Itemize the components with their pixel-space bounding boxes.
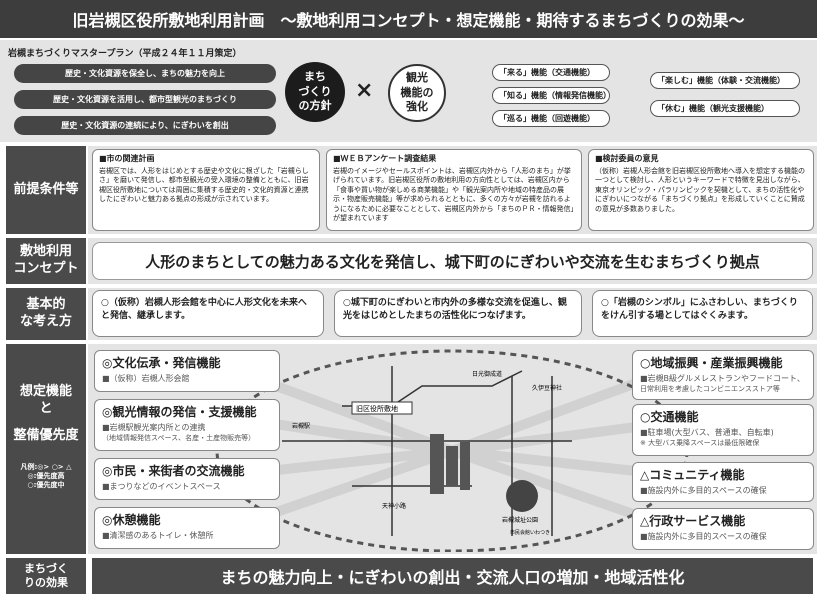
function-community-title: △コミュニティ機能 [640, 468, 745, 482]
premise-card-committee-body: （仮称）岩槻人形会館を旧岩槻区役所敷地へ導入を想定する機能の一つとして検討し、人… [595, 166, 805, 213]
effect-label: まちづく りの効果 [6, 558, 86, 594]
function-regional: ○地域振興・産業振興機能 ■岩槻B級グルメレストランやフードコート、 日常利用を… [632, 350, 814, 400]
map-label-road: 日光御成道 [472, 370, 502, 378]
basic-item-3: ○「岩槻のシンボル」にふさわしい、まちづくりをけん引する場としてはぐくみます。 [592, 290, 813, 337]
function-rest: ◎休憩機能 ■清潔感のあるトイレ・休憩所 [94, 507, 280, 549]
map-label-tenjin: 天神小路 [382, 502, 406, 510]
functions-label-line-2: と [39, 400, 53, 416]
function-regional-sub: ■岩槻B級グルメレストランやフードコート、 [640, 374, 805, 383]
basic-item-1: ○（仮称）岩槻人形会館を中心に人形文化を未来へと発信、継承します。 [92, 290, 324, 337]
function-tag-enjoy: 「楽しむ」機能（体験・交流機能） [650, 72, 800, 89]
premise-card-survey-body: 岩槻のイメージやセールスポイントは、岩槻区内外から「人形のまち」が挙げられていま… [333, 166, 574, 222]
premise-card-plans-title: ■市の関連計画 [99, 154, 155, 163]
function-regional-title: ○地域振興・産業振興機能 [640, 356, 783, 370]
basic-item-2: ○城下町のにぎわいと市内外の多様な交流を促進し、観光をはじめとしたまちの活性化に… [334, 290, 582, 337]
function-culture-title: ◎文化伝承・発信機能 [102, 356, 221, 370]
function-tag-tour: 「巡る」機能（回遊機能） [492, 110, 610, 127]
legend-line-2: ◎:優先度高 [27, 471, 65, 480]
premise-card-committee-title: ■検討委員の意見 [595, 154, 659, 163]
masterplan-title: 岩槻まちづくりマスタープラン（平成２４年１１月策定） [8, 49, 242, 59]
tourism-circle-text: 観光 機能の 強化 [400, 70, 434, 114]
premise-card-survey-title: ■ＷＥＢアンケート調査結果 [333, 154, 437, 163]
functions-label-line-1: 想定機能 [19, 384, 72, 399]
premise-card-plans: ■市の関連計画 岩槻区では、人形をはじめとする歴史や文化に根ざした「岩槻らしさ」… [92, 149, 320, 231]
function-exchange-title: ◎市民・来街者の交流機能 [102, 464, 245, 478]
map-label-site: 旧区役所敷地 [356, 404, 398, 413]
function-transport-title: ○交通機能 [640, 410, 699, 424]
function-tourism-info-title: ◎観光情報の発信・支援機能 [102, 405, 257, 419]
function-admin-title: △行政サービス機能 [640, 514, 746, 528]
policy-circle: まち づくり の方針 [285, 62, 345, 122]
functions-label: 想定機能 と 整備優先度 凡例:◎> ○> △ ◎:優先度高 ○:優先度中 [6, 344, 86, 554]
function-culture: ◎文化伝承・発信機能 ■（仮称）岩槻人形会館 [94, 350, 280, 392]
legend-line-3: ○:優先度中 [27, 480, 65, 489]
premise-card-committee: ■検討委員の意見 （仮称）岩槻人形会館を旧岩槻区役所敷地へ導入を想定する機能の一… [588, 149, 814, 231]
function-tag-know: 「知る」機能（情報発信機能） [492, 87, 611, 104]
masterplan-item-2: 歴史・文化資源を活用し、都市型観光のまちづくり [14, 90, 276, 109]
function-tag-rest: 「休む」機能（観光支援機能） [650, 100, 800, 117]
function-tourism-info-sub: ■岩槻駅観光案内所との連携 [102, 423, 206, 432]
effect-label-text: まちづく りの効果 [24, 561, 68, 589]
function-community-sub: ■施設内外に多目的スペースの確保 [640, 486, 767, 495]
function-transport-sub: ■駐車場(大型バス、普通車、自転車) [640, 428, 774, 437]
map-site-box [351, 401, 413, 415]
function-exchange-sub: ■まつりなどのイベントスペース [102, 482, 221, 491]
cross-symbol: × [355, 78, 374, 103]
function-admin: △行政サービス機能 ■施設内外に多目的スペースの確保 [632, 508, 814, 550]
basic-label-text: 基本的 な考え方 [19, 297, 72, 329]
concept-text: 人形のまちとしての魅力ある文化を発信し、城下町のにぎわいや交流を生むまちづくり拠… [92, 242, 813, 280]
policy-circle-text: まち づくり の方針 [298, 69, 332, 113]
function-rest-sub: ■清潔感のあるトイレ・休憩所 [102, 531, 214, 540]
tourism-circle: 観光 機能の 強化 [388, 64, 446, 122]
function-culture-sub: ■（仮称）岩槻人形会館 [102, 374, 190, 383]
map-label-hall: 市民会館いわつき [510, 529, 550, 536]
premise-card-plans-body: 岩槻区では、人形をはじめとする歴史や文化に根ざした「岩槻らしさ」を磨いて発信し、… [99, 166, 309, 204]
map-label-castle-park: 岩槻城址公園 [502, 516, 538, 524]
concept-label-text: 敷地利用 コンセプト [13, 244, 79, 276]
legend-line-1: 凡例:◎> ○> △ [20, 462, 72, 471]
map-label-station: 岩槻駅 [292, 422, 310, 430]
function-tourism-info: ◎観光情報の発信・支援機能 ■岩槻駅観光案内所との連携 （地域情報発信スペース、… [94, 399, 280, 451]
function-transport: ○交通機能 ■駐車場(大型バス、普通車、自転車) ※ 大型バス乗降スペースは最低… [632, 404, 814, 456]
function-transport-sub2: ※ 大型バス乗降スペースは最低限確保 [640, 439, 760, 447]
masterplan-item-1: 歴史・文化資源を保全し、まちの魅力を向上 [14, 64, 276, 83]
basic-label: 基本的 な考え方 [6, 288, 86, 340]
function-tag-come: 「来る」機能（交通機能） [492, 64, 610, 81]
premise-label: 前提条件等 [6, 146, 86, 234]
function-community: △コミュニティ機能 ■施設内外に多目的スペースの確保 [632, 462, 814, 502]
premise-card-survey: ■ＷＥＢアンケート調査結果 岩槻のイメージやセールスポイントは、岩槻区内外から「… [326, 149, 582, 231]
function-regional-sub2: 日常利用を考慮したコンビニエンスストア等 [640, 385, 780, 393]
function-rest-title: ◎休憩機能 [102, 513, 161, 527]
effect-text: まちの魅力向上・にぎわいの創出・交流人口の増加・地域活性化 [92, 558, 813, 594]
functions-label-line-3: 整備優先度 [13, 427, 79, 443]
function-tourism-info-sub2: （地域情報発信スペース、名産・土産物販売等） [102, 434, 256, 442]
map-label-shrine: 久伊豆神社 [532, 384, 562, 392]
concept-label: 敷地利用 コンセプト [6, 238, 86, 284]
masterplan-item-3: 歴史・文化資源の連続により、にぎわいを創出 [14, 116, 276, 135]
function-admin-sub: ■施設内外に多目的スペースの確保 [640, 532, 767, 541]
page-title: 旧岩槻区役所敷地利用計画 ～敷地利用コンセプト・想定機能・期待するまちづくりの効… [0, 0, 817, 38]
function-exchange: ◎市民・来街者の交流機能 ■まつりなどのイベントスペース [94, 458, 280, 500]
